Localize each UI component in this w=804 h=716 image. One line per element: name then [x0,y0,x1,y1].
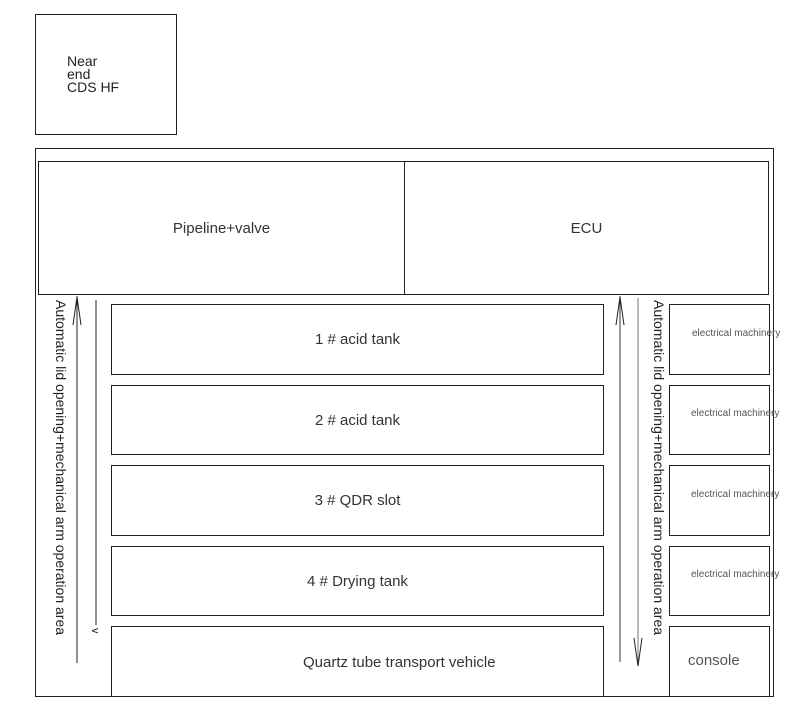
left-small-mark: v [89,628,101,634]
near-end-cds-hf-box: Near end CDS HF [35,14,177,135]
electrical-machinery-3-label: electrical machinery [691,489,780,500]
tank-1-label: 1 # acid tank [314,331,401,348]
electrical-machinery-2: electrical machinery [669,385,779,455]
ecu-label: ECU [570,219,603,237]
electrical-machinery-1: electrical machinery [669,304,780,375]
tank-3-qdr: 3 # QDR slot [111,465,604,536]
pipeline-valve-label: Pipeline+valve [172,219,271,237]
electrical-machinery-2-label: electrical machinery [691,408,780,419]
near-end-line-1: Near [67,53,98,69]
electrical-machinery-4: electrical machinery [669,546,779,616]
electrical-machinery-1-label: electrical machinery [692,328,781,339]
electrical-machinery-4-label: electrical machinery [691,569,780,580]
near-end-line-3: CDS HF [67,79,120,95]
near-end-label: Near end CDS HF [67,53,120,95]
tank-3-label: 3 # QDR slot [314,492,401,509]
tank-4-label: 4 # Drying tank [307,572,408,590]
console-box: console [669,626,770,697]
near-end-line-2: end [67,66,91,82]
right-up-arrowhead-icon [615,296,625,326]
pipeline-valve-box: Pipeline+valve [38,161,405,295]
tank-1-acid: 1 # acid tank [111,304,604,375]
tank-2-label: 2 # acid tank [314,411,401,429]
left-operation-area-label: Automatic lid opening+mechanical arm ope… [53,300,69,636]
left-up-arrowhead-icon [72,296,82,326]
ecu-box: ECU [404,161,769,295]
transport-vehicle-label: Quartz tube transport vehicle [303,654,496,671]
right-operation-area-label: Automatic lid opening+mechanical arm ope… [651,300,667,636]
electrical-machinery-3: electrical machinery [669,465,779,536]
right-down-arrowhead-icon [633,637,643,667]
console-label: console [688,652,740,669]
tank-2-acid: 2 # acid tank [111,385,604,455]
tank-4-drying: 4 # Drying tank [111,546,604,616]
quartz-tube-transport-vehicle: Quartz tube transport vehicle [111,626,604,697]
bottom-frame-line [35,696,774,697]
